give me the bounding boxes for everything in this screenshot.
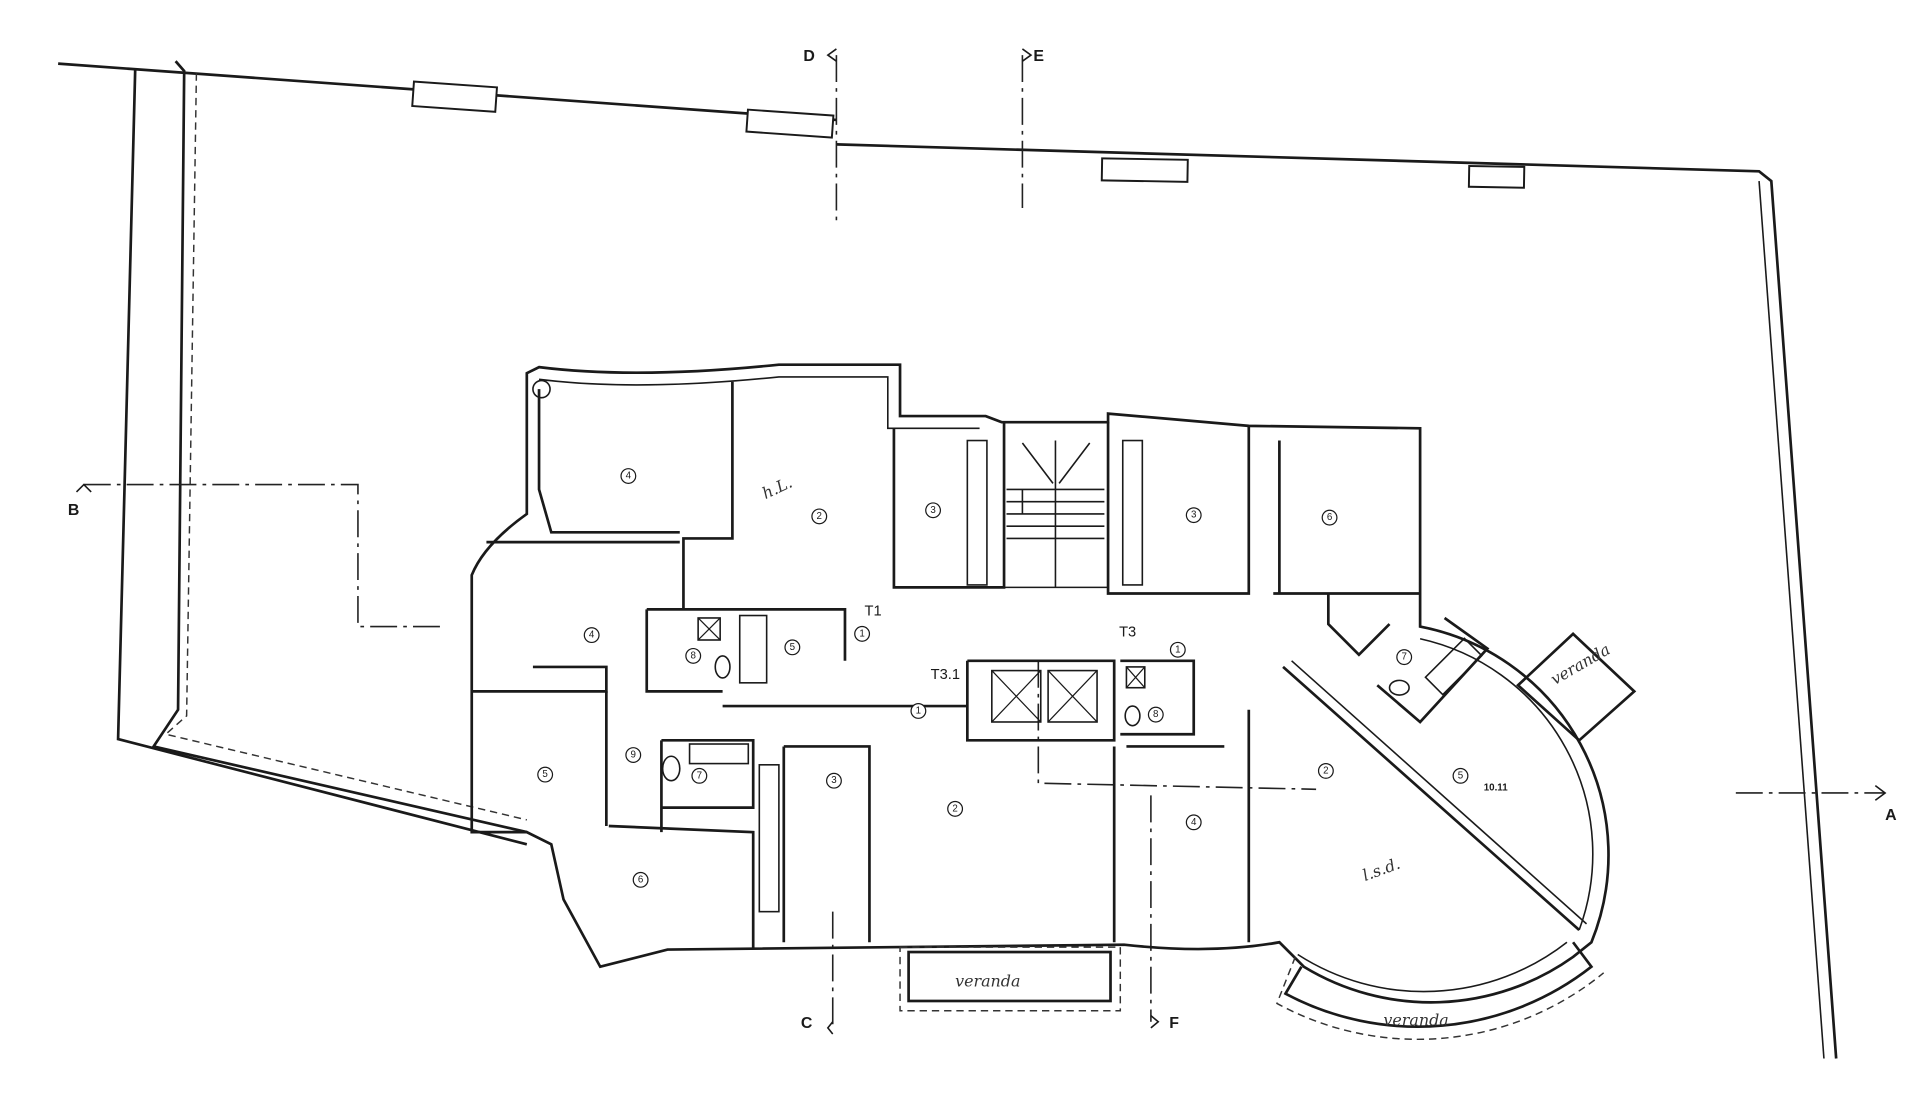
section-label-f: F [1169,1015,1179,1032]
room-number: 7 [691,767,708,784]
svg-text:1: 1 [1175,644,1180,655]
room-number: 2 [1317,762,1334,779]
svg-text:4: 4 [626,471,632,482]
svg-text:1: 1 [859,628,864,639]
interior-walls [471,381,1490,949]
section-lines [75,48,1887,1035]
svg-text:5: 5 [1458,770,1464,781]
room-number: 4 [583,627,600,644]
marker-t3: T3 [1119,624,1136,640]
room-number: 2 [811,508,828,525]
room-number: 3 [925,502,942,519]
room-number: 5 [537,766,554,783]
elevators [991,669,1098,723]
section-label-c: C [801,1015,813,1032]
room-number: 4 [1185,814,1202,831]
room-number: 4 [620,468,637,484]
room-number: 3 [826,772,842,789]
svg-text:8: 8 [1153,709,1158,720]
veranda-note-round: veranda [1383,1010,1448,1029]
svg-text:9: 9 [631,750,636,761]
room-number: 1 [910,703,927,719]
svg-text:6: 6 [638,874,643,885]
svg-text:2: 2 [817,511,822,522]
building-walls [470,363,1637,1040]
svg-text:3: 3 [1191,510,1196,521]
bathroom-fixtures [661,439,1483,913]
section-label-b: B [68,502,79,519]
svg-text:1: 1 [916,705,921,716]
svg-text:3: 3 [831,775,836,786]
room-number: 8 [1147,706,1164,723]
marker-t1: T1 [865,604,882,620]
room-labels: 4 2 3 3 6 4 8 5 1 1 1 9 7 5 3 2 4 8 6 7 … [537,468,1469,888]
svg-text:7: 7 [1401,652,1406,663]
room-number: 1 [1169,641,1186,658]
marker-t3-1: T3.1 [931,667,960,683]
room-number: 1 [854,625,871,642]
svg-text:4: 4 [589,630,595,641]
svg-text:5: 5 [790,642,796,653]
svg-text:2: 2 [1323,765,1328,776]
handwritten-note: h.L. [759,473,795,503]
svg-text:8: 8 [691,650,696,661]
room-number: 2 [947,800,964,817]
svg-text:6: 6 [1327,512,1332,523]
area-label: 10.11 [1484,783,1508,794]
room-number: 9 [625,747,642,763]
staircase [1006,440,1105,588]
section-label-a: A [1885,807,1897,824]
svg-text:3: 3 [930,505,935,516]
svg-text:4: 4 [1191,817,1197,828]
svg-text:7: 7 [697,770,702,781]
room-number: 6 [1321,509,1338,526]
living-note: l.s.d. [1360,854,1403,885]
property-boundary [58,60,1838,1059]
room-number: 8 [685,647,702,664]
room-number: 3 [1185,507,1202,524]
section-label-e: E [1033,48,1044,65]
section-label-d: D [803,48,814,65]
room-number: 5 [784,639,801,656]
room-number: 6 [632,871,649,888]
svg-text:2: 2 [952,803,957,814]
room-number: 5 [1452,767,1469,784]
veranda-note-bottom: veranda [955,971,1020,990]
svg-text:5: 5 [542,769,548,780]
room-number: 7 [1396,649,1413,666]
